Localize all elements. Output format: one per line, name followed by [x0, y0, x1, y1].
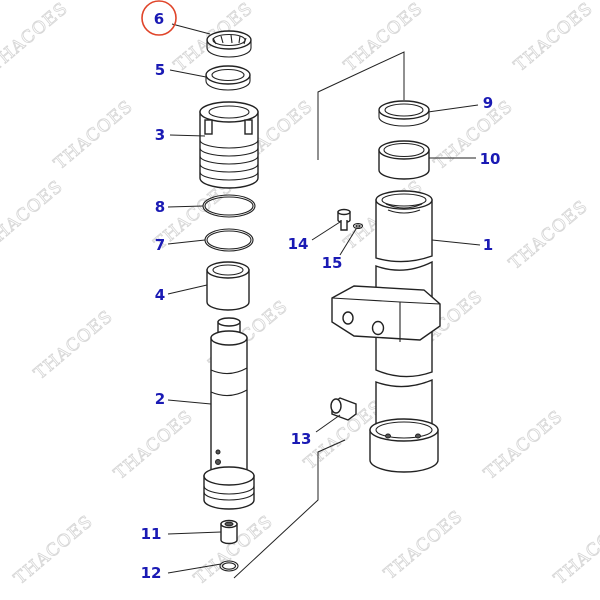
part-14-bolt[interactable]: [337, 208, 351, 231]
part-3-gland[interactable]: [199, 101, 259, 189]
part-2-rod[interactable]: [203, 317, 255, 510]
leader-lines: [167, 23, 481, 574]
callout-labels: 6 5 3 8 7 4 2 11 12 9 10 14 15 1 13: [141, 10, 501, 582]
callout-6-highlight: [141, 0, 177, 36]
leader-11: [167, 531, 222, 535]
leader-8: [167, 205, 204, 208]
watermark-text: THACOES: [340, 0, 427, 76]
part-6-wiper-ring[interactable]: [206, 30, 252, 58]
part-13-pin[interactable]: [330, 397, 357, 421]
callout-4[interactable]: 4: [155, 286, 165, 304]
leader-3: [169, 134, 206, 137]
watermark-text: THACOES: [550, 512, 600, 589]
leader-14: [311, 221, 341, 241]
watermark-text: THACOES: [50, 97, 137, 174]
callout-7[interactable]: 7: [155, 236, 165, 254]
watermark-text: THACOES: [510, 0, 597, 76]
watermark-text: THACOES: [430, 97, 517, 174]
callout-12[interactable]: 12: [141, 564, 162, 582]
guide-line-top: [317, 51, 405, 160]
callout-15[interactable]: 15: [322, 254, 343, 272]
part-5-ring[interactable]: [205, 65, 251, 91]
part-11-small-bushing[interactable]: [220, 519, 238, 545]
watermark-text: THACOES: [380, 507, 467, 584]
leader-2: [167, 399, 212, 405]
leader-13: [315, 414, 341, 433]
callout-14[interactable]: 14: [288, 235, 309, 253]
leader-7: [167, 239, 206, 245]
watermark-text: THACOES: [110, 407, 197, 484]
callout-1[interactable]: 1: [483, 236, 493, 254]
part-12-snap-ring[interactable]: [219, 560, 239, 572]
watermark-text: THACOES: [30, 307, 117, 384]
part-4-bushing[interactable]: [206, 261, 250, 311]
part-15-washer[interactable]: [352, 222, 364, 230]
callout-9[interactable]: 9: [483, 94, 493, 112]
callout-10[interactable]: 10: [480, 150, 501, 168]
leader-9: [427, 104, 479, 113]
watermark-text: THACOES: [10, 512, 97, 589]
leader-4: [167, 284, 208, 295]
assembly-guide-lines: [233, 51, 405, 579]
callout-5[interactable]: 5: [155, 61, 165, 79]
watermark-text: THACOES: [505, 197, 592, 274]
watermark-text: THACOES: [0, 177, 67, 254]
callout-11[interactable]: 11: [141, 525, 162, 543]
watermark-text: THACOES: [480, 407, 567, 484]
callout-13[interactable]: 13: [291, 430, 312, 448]
watermark-text: THACOES: [0, 0, 72, 76]
part-10-sleeve[interactable]: [378, 140, 430, 180]
part-7-o-ring[interactable]: [204, 228, 254, 252]
callout-3[interactable]: 3: [155, 126, 165, 144]
part-1-body[interactable]: [331, 190, 441, 473]
leader-6: [171, 23, 211, 35]
callout-6[interactable]: 6: [154, 10, 164, 28]
part-9-ring[interactable]: [378, 100, 430, 127]
leader-12: [167, 563, 222, 574]
leader-5: [169, 69, 207, 78]
leader-15: [339, 228, 357, 256]
callout-2[interactable]: 2: [155, 390, 165, 408]
leader-1: [431, 239, 481, 246]
guide-line-bottom: [233, 439, 346, 579]
callout-8[interactable]: 8: [155, 198, 165, 216]
